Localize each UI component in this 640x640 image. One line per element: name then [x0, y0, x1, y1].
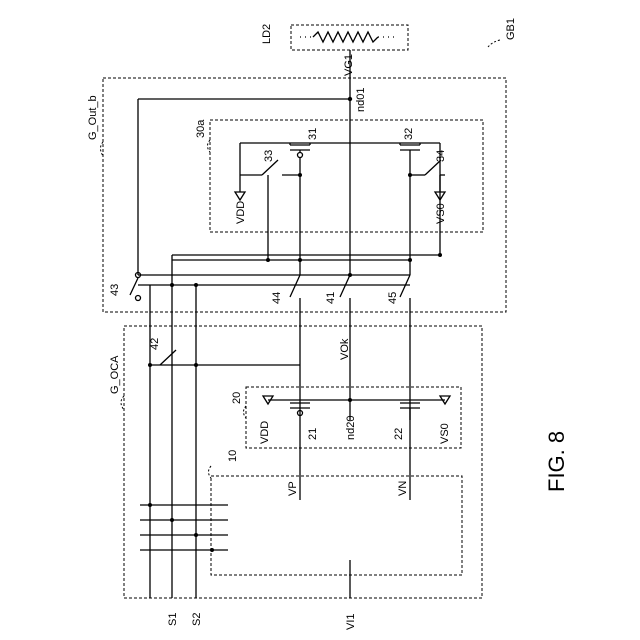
label-vp: VP — [287, 481, 299, 496]
label-43: 43 — [109, 284, 121, 296]
label-20: 20 — [231, 392, 243, 404]
oca-block-outline — [124, 326, 482, 598]
label-22: 22 — [393, 428, 405, 440]
label-oca-block: G_OCA — [109, 355, 121, 394]
label-10: 10 — [227, 450, 239, 462]
label-s2: S2 — [191, 613, 203, 626]
label-ld2: LD2 — [261, 24, 273, 44]
label-31: 31 — [307, 128, 319, 140]
switch-44 — [290, 260, 300, 420]
label-32: 32 — [403, 128, 415, 140]
label-vok: VOk — [339, 338, 351, 360]
label-vs0-top: VS0 — [435, 203, 447, 224]
switch-45 — [400, 260, 410, 420]
switch-43 — [130, 273, 198, 301]
transistor-31 — [290, 143, 310, 175]
label-vn: VN — [397, 481, 409, 496]
figure-title: FIG. 8 — [544, 431, 569, 492]
leader-10 — [209, 466, 212, 478]
label-vdd-top: VDD — [235, 201, 247, 224]
label-30a: 30a — [195, 119, 207, 138]
label-41: 41 — [325, 292, 337, 304]
label-42: 42 — [149, 338, 161, 350]
label-s1: S1 — [167, 613, 179, 626]
output-block-outline — [103, 78, 506, 312]
label-34: 34 — [435, 150, 447, 162]
label-nd20: nd20 — [345, 416, 357, 440]
label-33: 33 — [263, 150, 275, 162]
label-vi1: VI1 — [345, 613, 357, 630]
transistor-32 — [400, 143, 420, 175]
label-gb1: GB1 — [505, 18, 517, 40]
input-connections — [140, 503, 228, 552]
label-45: 45 — [387, 292, 399, 304]
label-44: 44 — [271, 292, 283, 304]
label-vs0-bottom: VS0 — [439, 423, 451, 444]
load-block-outline — [291, 25, 408, 50]
leader-30a — [208, 140, 211, 152]
source-block-outline — [211, 476, 462, 575]
label-nd01: nd01 — [355, 88, 367, 112]
load-resistor — [300, 32, 398, 42]
label-output-block: G_Out_b — [87, 95, 99, 140]
label-vdd-bottom: VDD — [259, 421, 271, 444]
nd01-node — [348, 97, 352, 101]
leader-gb1 — [488, 40, 500, 47]
switch-41 — [340, 143, 352, 420]
label-21: 21 — [307, 428, 319, 440]
label-vg1: VG1 — [343, 54, 355, 76]
